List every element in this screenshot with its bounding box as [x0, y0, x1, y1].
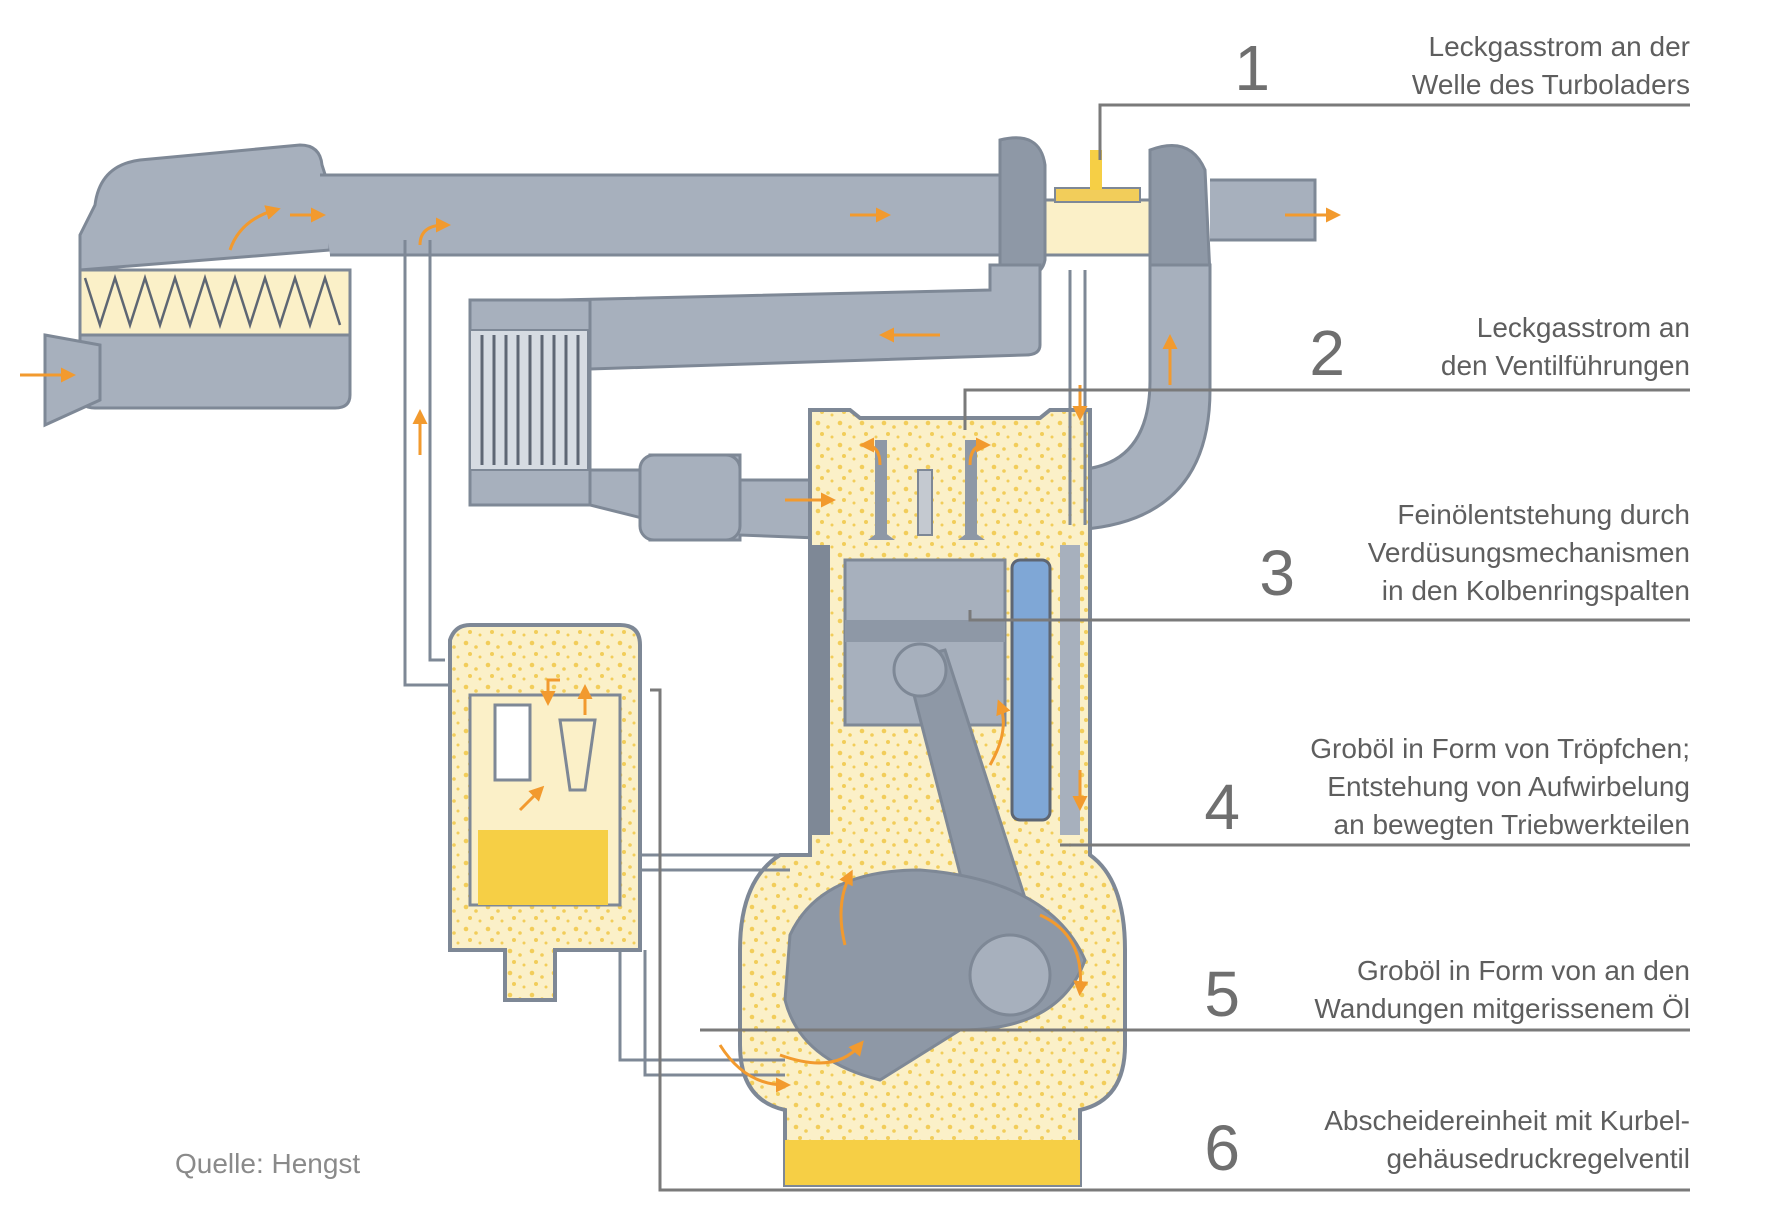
callout-line: den Ventilführungen — [1440, 350, 1690, 381]
callout-number: 4 — [1204, 771, 1240, 843]
flow-arrows — [20, 205, 1341, 1093]
turbocharger — [998, 136, 1317, 293]
leader-lines — [650, 103, 1690, 1192]
callout-line: Entstehung von Aufwirbelung — [1327, 771, 1690, 802]
engine-block — [738, 408, 1127, 1187]
callout-6: 6 Abscheidereinheit mit Kurbel- gehäused… — [1180, 1102, 1690, 1184]
callout-line: gehäusedruckregelventil — [1386, 1143, 1690, 1174]
callout-5: 5 Groböl in Form von an den Wandungen mi… — [1180, 952, 1690, 1028]
crankshaft — [783, 868, 1087, 1082]
callout-1: 1 Leckgasstrom an der Welle des Turbolad… — [1234, 28, 1690, 104]
intake-pipe — [320, 173, 1002, 257]
throttle-body — [638, 453, 742, 542]
callout-line: in den Kolbenringspalten — [1381, 575, 1690, 606]
callout-line: Leckgasstrom an der — [1428, 31, 1690, 62]
callout-2: 2 Leckgasstrom an den Ventilführungen — [1280, 309, 1690, 385]
callout-number: 2 — [1309, 317, 1345, 389]
callout-4: 4 Groböl in Form von Tröpfchen; Entstehu… — [1180, 730, 1690, 844]
air-filter-housing — [43, 143, 352, 428]
intercooler — [468, 298, 592, 507]
source-credit: Quelle: Hengst — [175, 1148, 361, 1179]
callout-line: Abscheidereinheit mit Kurbel- — [1324, 1105, 1690, 1136]
charge-air-pipe — [558, 263, 1042, 372]
callout-line: Welle des Turboladers — [1411, 69, 1690, 100]
callout-line: Groböl in Form von Tröpfchen; — [1310, 733, 1690, 764]
oil-separator-unit — [448, 623, 642, 1002]
callout-number: 5 — [1204, 958, 1240, 1030]
callout-line: an bewegten Triebwerkteilen — [1333, 809, 1690, 840]
callout-line: Leckgasstrom an — [1476, 312, 1690, 343]
callout-number: 6 — [1204, 1112, 1240, 1184]
callout-number: 1 — [1234, 32, 1270, 104]
callout-number: 3 — [1259, 537, 1295, 609]
callout-line: Wandungen mitgerissenem Öl — [1314, 993, 1690, 1024]
callout-3: 3 Feinölentstehung durch Verdüsungsmecha… — [1259, 496, 1690, 610]
callout-line: Verdüsungsmechanismen — [1367, 537, 1690, 568]
callout-line: Groböl in Form von an den — [1356, 955, 1690, 986]
callout-line: Feinölentstehung durch — [1397, 499, 1690, 530]
